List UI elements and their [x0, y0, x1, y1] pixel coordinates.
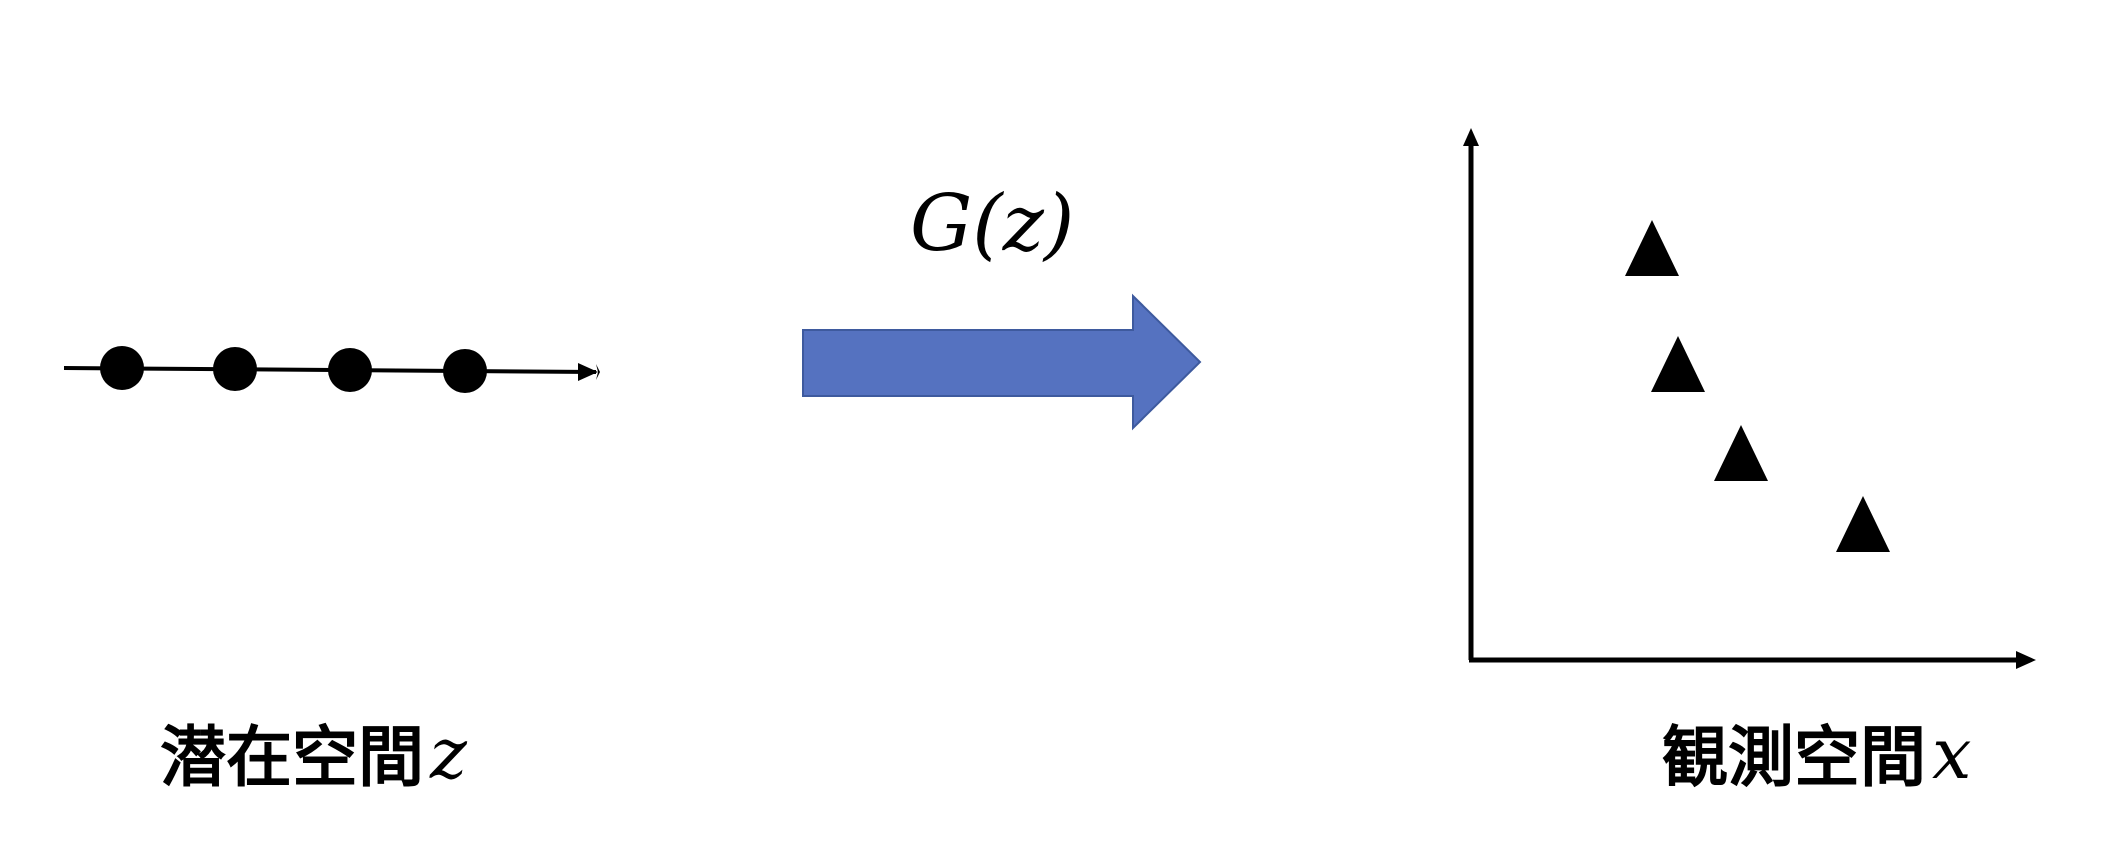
observation-point — [1714, 425, 1768, 481]
y-axis-arrowhead — [1463, 128, 1479, 146]
latent-point — [328, 348, 372, 392]
latent-caption: 潜在空間 z — [160, 713, 468, 796]
observation-point — [1836, 496, 1890, 552]
mapping-arrow-group: G(z) — [802, 179, 1202, 431]
latent-point — [100, 346, 144, 390]
function-label: G(z) — [910, 179, 1074, 269]
observation-point — [1651, 336, 1705, 392]
observation-variable: x — [1932, 713, 1971, 795]
observation-space-label: 観測空間 — [1662, 719, 1926, 796]
latent-point — [213, 347, 257, 391]
latent-space — [63, 346, 600, 393]
x-axis-arrowhead — [2016, 651, 2036, 669]
mapping-arrow — [802, 293, 1202, 431]
latent-space-label: 潜在空間 — [160, 719, 424, 796]
latent-variable: z — [429, 713, 468, 795]
observation-caption: 観測空間 x — [1662, 713, 1971, 796]
latent-axis-arrowhead-tip — [578, 363, 598, 381]
observation-point — [1625, 220, 1679, 276]
observation-space — [1463, 128, 2036, 669]
latent-point — [443, 349, 487, 393]
